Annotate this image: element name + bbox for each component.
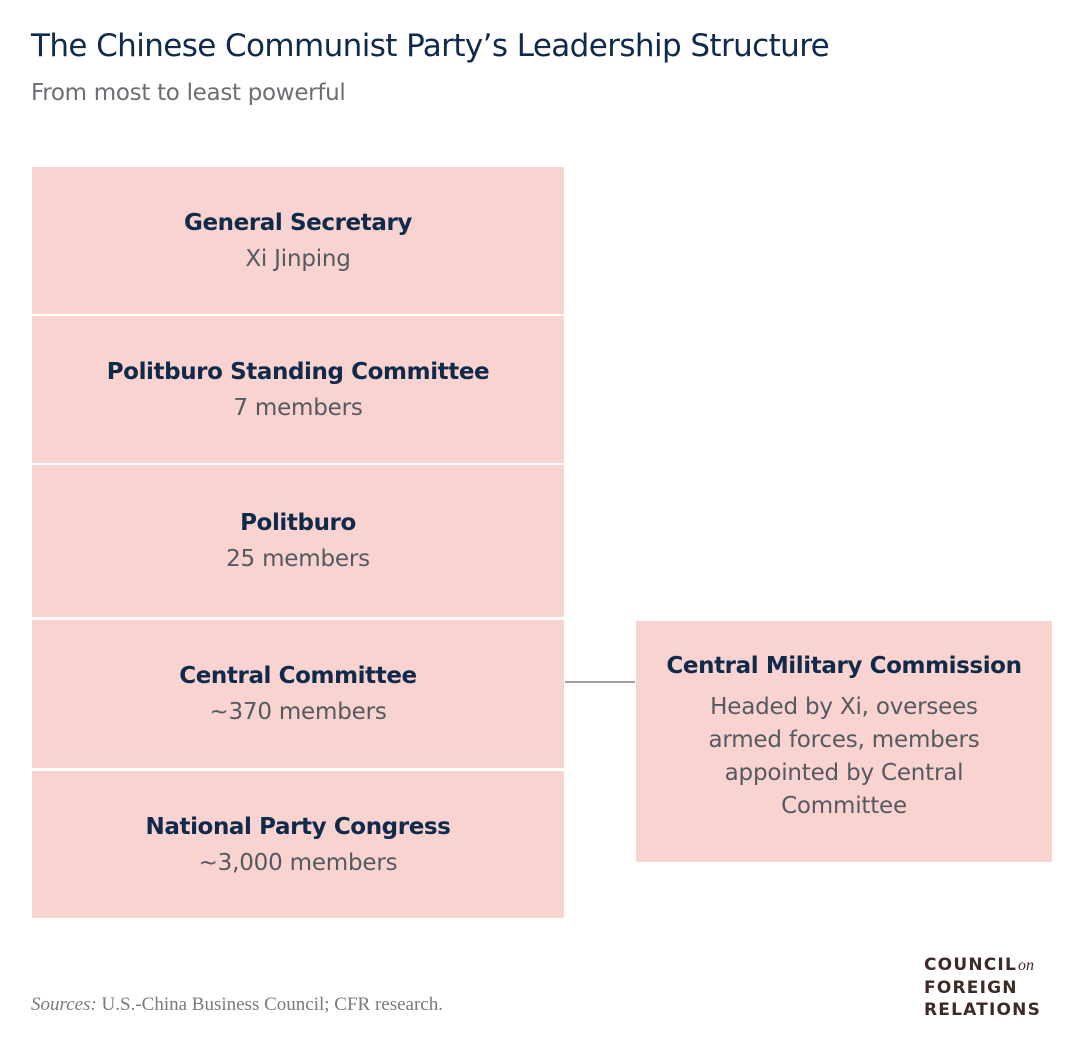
sources-note: Sources: U.S.-China Business Council; CF… (31, 994, 443, 1016)
cfr-logo: COUNCILon FOREIGN RELATIONS (924, 954, 1041, 1021)
chart-subtitle: From most to least powerful (31, 80, 346, 106)
logo-line2: FOREIGN (924, 978, 1018, 998)
tier-politburo-standing-committee: Politburo Standing Committee 7 members (32, 316, 564, 463)
sources-label: Sources: (31, 994, 97, 1015)
chart-title: The Chinese Communist Party’s Leadership… (31, 28, 830, 64)
logo-line1: COUNCIL (924, 955, 1017, 975)
tier-name: General Secretary (184, 209, 412, 236)
connector-line (565, 681, 635, 683)
tier-detail: Xi Jinping (245, 245, 351, 272)
logo-on: on (1018, 957, 1034, 974)
tier-general-secretary: General Secretary Xi Jinping (32, 167, 564, 314)
tier-detail: ~3,000 members (198, 849, 398, 876)
central-military-commission-box: Central Military Commission Headed by Xi… (636, 621, 1052, 862)
side-box-detail: Headed by Xi, oversees armed forces, mem… (708, 694, 980, 819)
tier-name: Politburo (240, 510, 356, 536)
tier-politburo: Politburo 25 members (32, 465, 564, 617)
logo-line3: RELATIONS (924, 1000, 1042, 1020)
side-box-name: Central Military Commission (666, 653, 1022, 679)
tier-detail: 7 members (233, 394, 363, 421)
sources-text: U.S.-China Business Council; CFR researc… (96, 994, 443, 1015)
tier-national-party-congress: National Party Congress ~3,000 members (32, 771, 564, 918)
tier-detail: ~370 members (209, 699, 387, 725)
tier-detail: 25 members (226, 546, 370, 572)
tier-central-committee: Central Committee ~370 members (32, 620, 564, 768)
tier-name: Central Committee (179, 663, 417, 689)
tier-name: National Party Congress (145, 813, 451, 840)
tier-name: Politburo Standing Committee (106, 358, 490, 385)
